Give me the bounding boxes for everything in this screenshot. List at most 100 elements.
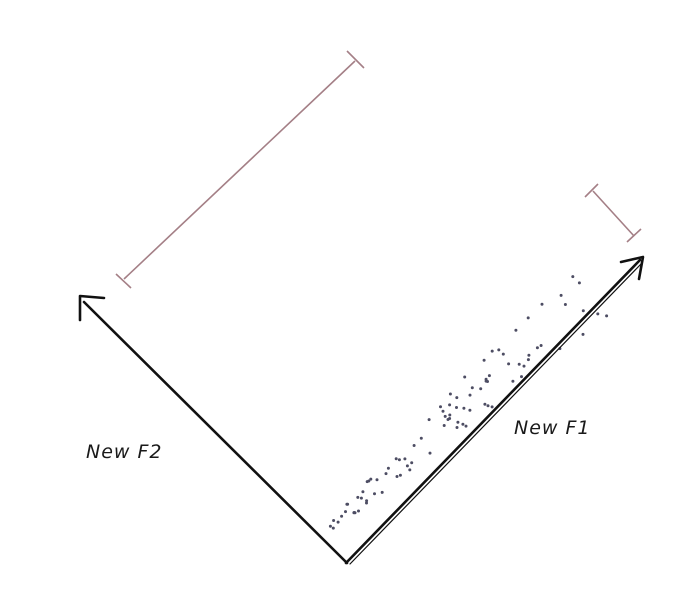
- data-point: [336, 520, 340, 524]
- data-point: [487, 374, 491, 378]
- data-point: [511, 379, 515, 383]
- data-point: [356, 495, 360, 499]
- data-point: [386, 466, 390, 470]
- range-bar-long-line: [123, 60, 356, 280]
- data-point: [448, 413, 452, 417]
- data-point: [328, 524, 332, 528]
- data-point: [581, 332, 585, 336]
- axis-new-f1-line: [344, 258, 642, 565]
- data-point: [463, 375, 467, 379]
- axis-new-f1-arrowhead: [619, 255, 645, 281]
- data-point: [464, 424, 468, 428]
- data-point: [439, 405, 442, 409]
- data-point: [479, 387, 483, 391]
- data-point: [352, 511, 356, 515]
- range-bar-long-cap-end: [346, 50, 365, 69]
- data-point: [346, 502, 350, 506]
- data-point: [483, 402, 487, 406]
- data-point: [373, 492, 376, 496]
- data-point: [365, 480, 369, 484]
- data-point: [359, 496, 363, 500]
- data-point: [365, 499, 369, 503]
- data-point: [357, 509, 360, 513]
- range-bar-long: [115, 50, 365, 289]
- data-point: [605, 314, 609, 318]
- data-point: [395, 475, 399, 478]
- data-point: [526, 316, 530, 320]
- data-point: [501, 352, 505, 356]
- range-bar-short-cap-end: [626, 228, 642, 243]
- data-point: [517, 362, 521, 366]
- data-point: [526, 358, 530, 362]
- data-point: [559, 293, 563, 297]
- data-point: [470, 386, 474, 390]
- data-point: [514, 328, 518, 332]
- data-point: [468, 408, 472, 412]
- data-point: [394, 457, 398, 461]
- data-point: [441, 409, 445, 413]
- range-bar-short-line: [592, 190, 635, 237]
- data-point: [577, 281, 581, 285]
- data-point: [384, 472, 388, 476]
- data-point: [535, 346, 539, 350]
- data-point: [340, 514, 344, 518]
- data-point: [540, 302, 544, 306]
- data-point: [596, 312, 600, 316]
- data-point: [520, 375, 523, 379]
- data-point: [490, 349, 494, 353]
- data-point: [455, 396, 459, 400]
- data-point: [443, 414, 447, 418]
- data-point: [455, 406, 458, 409]
- data-point: [398, 473, 402, 477]
- data-point: [419, 436, 423, 440]
- data-point: [427, 418, 431, 422]
- data-point: [539, 344, 543, 347]
- data-point: [332, 519, 336, 522]
- axis-new-f2-arrowhead: [78, 294, 106, 322]
- data-point: [527, 353, 531, 357]
- data-point: [397, 458, 401, 462]
- point-cloud: [328, 275, 609, 530]
- data-point: [380, 490, 384, 494]
- data-point: [456, 420, 460, 424]
- data-point: [375, 478, 379, 482]
- data-point: [462, 406, 466, 410]
- data-point: [412, 444, 416, 447]
- axis-new-f1-line-double: [349, 263, 642, 565]
- data-point: [448, 403, 452, 407]
- data-point: [455, 426, 459, 429]
- data-point: [486, 380, 489, 383]
- data-point: [448, 392, 452, 396]
- data-point: [369, 477, 373, 481]
- data-point: [442, 424, 446, 427]
- range-bar-short: [584, 183, 642, 243]
- axis-new-f1: [344, 255, 645, 565]
- data-point: [446, 418, 450, 421]
- data-point: [571, 275, 575, 279]
- data-point: [563, 303, 567, 306]
- data-point: [408, 468, 412, 472]
- axis-new-f2: [78, 294, 349, 565]
- axis-label-new-f1: New F1: [514, 417, 591, 439]
- data-point: [581, 309, 585, 313]
- data-point: [331, 526, 335, 530]
- data-point: [344, 510, 347, 514]
- range-bar-long-cap-start: [115, 273, 132, 289]
- data-point: [405, 464, 409, 468]
- data-point: [468, 393, 472, 397]
- data-point: [461, 422, 465, 426]
- data-point: [365, 501, 368, 505]
- range-bar-short-cap-start: [584, 183, 599, 198]
- data-point: [490, 405, 494, 409]
- data-point: [482, 358, 486, 362]
- data-point: [410, 461, 414, 465]
- data-point: [361, 490, 365, 494]
- data-point: [486, 404, 490, 408]
- axis-new-f2-line: [82, 300, 349, 565]
- data-point: [522, 364, 526, 368]
- data-point: [497, 348, 501, 352]
- axis-label-new-f2: New F2: [86, 441, 163, 463]
- data-point: [507, 362, 511, 366]
- data-point: [428, 451, 432, 455]
